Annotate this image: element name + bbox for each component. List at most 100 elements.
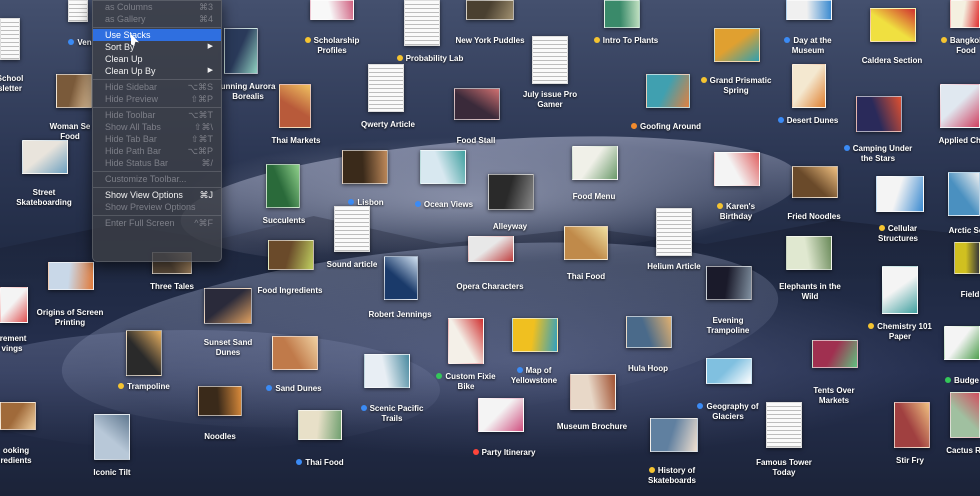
file-thumbnail-school-sletter[interactable] — [0, 18, 20, 60]
menu-item-clean-up-by[interactable]: Clean Up By▶ — [93, 65, 221, 77]
file-label-new-york-puddles[interactable]: New York Puddles — [435, 36, 545, 46]
file-thumbnail-museum-brochure[interactable] — [570, 374, 616, 410]
file-thumbnail-ooking-redients[interactable] — [0, 402, 36, 430]
file-label-food-stall[interactable]: Food Stall — [421, 136, 531, 146]
file-label-lisbon[interactable]: Lisbon — [311, 198, 421, 208]
file-label-succulents[interactable]: Succulents — [229, 216, 339, 226]
file-thumbnail-scholarship-profiles[interactable] — [310, 0, 354, 20]
file-thumbnail-hula-hoop[interactable] — [626, 316, 672, 348]
file-thumbnail-food-ingredients[interactable] — [268, 240, 314, 270]
file-thumbnail-food-stall[interactable] — [454, 88, 500, 120]
file-label-party-itinerary[interactable]: Party Itinerary — [449, 448, 559, 458]
file-label-thai-markets[interactable]: Thai Markets — [241, 136, 351, 146]
file-thumbnail-irement-vings[interactable] — [0, 287, 28, 323]
file-thumbnail-alleyway[interactable] — [488, 174, 534, 210]
file-thumbnail-grand-prismatic-spring[interactable] — [714, 28, 760, 62]
menu-item-use-stacks[interactable]: Use Stacks — [93, 29, 221, 41]
file-thumbnail-intro-to-plants[interactable] — [604, 0, 640, 28]
file-thumbnail-ven[interactable] — [68, 0, 88, 22]
file-thumbnail-ocean-views[interactable] — [420, 150, 466, 184]
file-label-noodles[interactable]: Noodles — [165, 432, 275, 442]
file-thumbnail-lisbon[interactable] — [342, 150, 388, 184]
file-label-robert-jennings[interactable]: Robert Jennings — [345, 310, 455, 320]
file-label-museum-brochure[interactable]: Museum Brochure — [537, 422, 647, 432]
file-thumbnail-sound-article[interactable] — [334, 206, 370, 252]
file-thumbnail-custom-fixie-bike[interactable] — [448, 318, 484, 364]
file-label-three-tales[interactable]: Three Tales — [117, 282, 227, 292]
file-label-bangkok-s-food[interactable]: Bangkok SFood — [911, 36, 980, 56]
file-thumbnail-sunset-sand-dunes[interactable] — [204, 288, 252, 324]
file-thumbnail-cactus-ro[interactable] — [950, 392, 980, 438]
file-label-thai-food[interactable]: Thai Food — [265, 458, 375, 468]
file-label-cactus-ro[interactable]: Cactus Ro — [911, 446, 980, 456]
file-thumbnail-evening-trampoline[interactable] — [706, 266, 752, 300]
file-label-opera-characters[interactable]: Opera Characters — [435, 282, 545, 292]
file-thumbnail-succulents[interactable] — [266, 164, 300, 208]
file-thumbnail-qwerty-article[interactable] — [368, 64, 404, 112]
file-label-intro-to-plants[interactable]: Intro To Plants — [571, 36, 681, 46]
file-thumbnail-trampoline[interactable] — [126, 330, 162, 376]
file-thumbnail-july-issue-pro-gamer[interactable] — [532, 36, 568, 84]
menu-item-show-view-options[interactable]: Show View Options⌘J — [93, 189, 221, 201]
file-thumbnail-map-of-yellowstone[interactable] — [512, 318, 558, 352]
file-thumbnail-tents-over-markets[interactable] — [812, 340, 858, 368]
file-thumbnail-elephants-in-the-wild[interactable] — [786, 236, 832, 270]
file-thumbnail-scenic-pacific-trails[interactable] — [364, 354, 410, 388]
file-label-food-ingredients[interactable]: Food Ingredients — [235, 286, 345, 296]
file-thumbnail-budge[interactable] — [944, 326, 980, 360]
file-thumbnail-day-at-the-museum[interactable] — [786, 0, 832, 20]
file-label-qwerty-article[interactable]: Qwerty Article — [333, 120, 443, 130]
file-thumbnail-sand-dunes[interactable] — [272, 336, 318, 370]
file-thumbnail-karen-s-birthday[interactable] — [714, 152, 760, 186]
file-thumbnail-desert-dunes[interactable] — [792, 64, 826, 108]
file-thumbnail-new-york-puddles[interactable] — [466, 0, 514, 20]
file-label-sand-dunes[interactable]: Sand Dunes — [239, 384, 349, 394]
file-thumbnail-helium-article[interactable] — [656, 208, 692, 256]
file-thumbnail-probability-lab[interactable] — [404, 0, 440, 46]
file-thumbnail-fried-noodles[interactable] — [792, 166, 838, 198]
file-label-goofing-around[interactable]: Goofing Around — [611, 122, 721, 132]
file-thumbnail-history-of-skateboards[interactable] — [650, 418, 698, 452]
file-label-alleyway[interactable]: Alleyway — [455, 222, 565, 232]
file-thumbnail-opera-characters[interactable] — [468, 236, 514, 262]
file-thumbnail-applied-che[interactable] — [940, 84, 980, 128]
menu-item-clean-up[interactable]: Clean Up — [93, 53, 221, 65]
file-thumbnail-bangkok-s-food[interactable] — [950, 0, 980, 28]
file-thumbnail-food-menu[interactable] — [572, 146, 618, 180]
file-label-ocean-views[interactable]: Ocean Views — [389, 200, 499, 210]
file-label-helium-article[interactable]: Helium Article — [619, 262, 729, 272]
file-thumbnail-unning-aurora-borealis[interactable] — [224, 28, 258, 74]
file-label-thai-food[interactable]: Thai Food — [531, 272, 641, 282]
file-label-fried-noodles[interactable]: Fried Noodles — [759, 212, 869, 222]
file-label-budge[interactable]: Budge — [907, 376, 980, 386]
file-thumbnail-origins-of-screen-printing[interactable] — [48, 262, 94, 290]
file-label-arctic-sc[interactable]: Arctic Sc — [911, 226, 980, 236]
file-label-hula-hoop[interactable]: Hula Hoop — [593, 364, 703, 374]
file-label-field[interactable]: Field — [915, 290, 980, 300]
file-label-food-menu[interactable]: Food Menu — [539, 192, 649, 202]
file-thumbnail-thai-food[interactable] — [298, 410, 342, 440]
file-label-trampoline[interactable]: Trampoline — [89, 382, 199, 392]
file-thumbnail-street-skateboarding[interactable] — [22, 140, 68, 174]
file-label-iconic-tilt[interactable]: Iconic Tilt — [57, 468, 167, 478]
file-label-probability-lab[interactable]: Probability Lab — [375, 54, 485, 64]
